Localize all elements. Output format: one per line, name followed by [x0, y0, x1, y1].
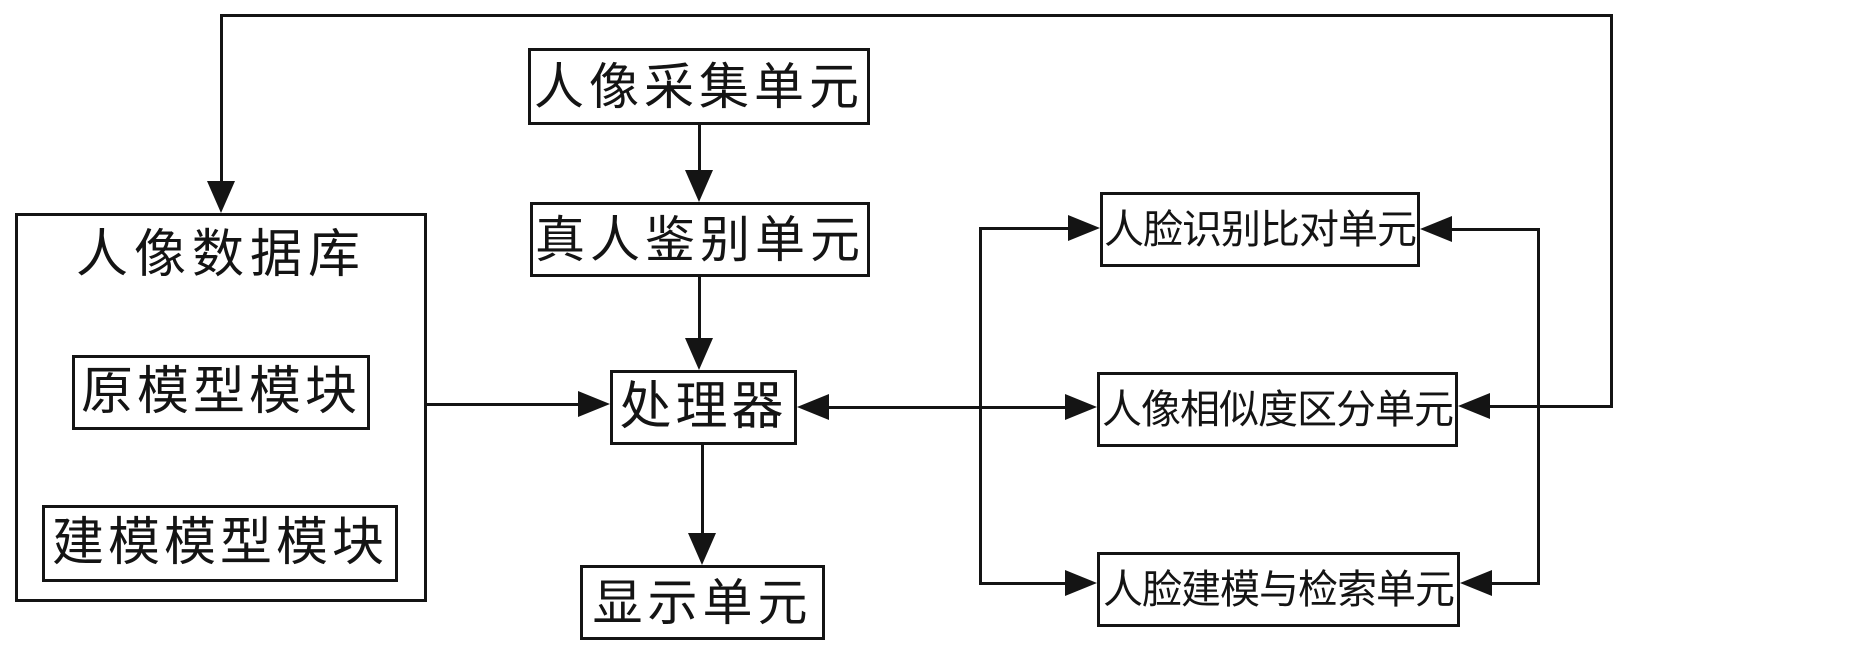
- node-portrait-collection-unit: 人像采集单元: [528, 48, 870, 125]
- connector-branch-to-modeling-line: [979, 582, 1065, 585]
- arrowhead-into-similarity-unit-right: [1458, 393, 1490, 419]
- connector-feedback-vertical-line: [1537, 228, 1540, 585]
- connector-collection-to-identification-line: [698, 125, 701, 170]
- node-display-unit: 显示单元: [580, 565, 825, 640]
- connector-database-to-processor-line: [427, 403, 578, 406]
- arrowhead-into-identification-unit: [685, 170, 713, 202]
- node-display-unit-label: 显示单元: [592, 574, 813, 631]
- node-live-person-identification-unit-label: 真人鉴别单元: [535, 211, 865, 268]
- arrowhead-into-portrait-database: [207, 181, 235, 213]
- arrowhead-into-comparison-unit-right: [1420, 216, 1452, 242]
- node-face-recognition-comparison-unit: 人脸识别比对单元: [1100, 192, 1420, 267]
- node-original-model-module: 原模型模块: [72, 355, 370, 430]
- connector-feedback-to-modeling-line: [1492, 582, 1539, 585]
- arrowhead-into-processor-left: [578, 391, 610, 417]
- connector-feedback-left-drop-line: [220, 14, 223, 181]
- node-processor-label: 处理器: [619, 378, 788, 436]
- node-face-recognition-comparison-unit-label: 人脸识别比对单元: [1104, 206, 1417, 252]
- node-face-modeling-retrieval-unit: 人脸建模与检索单元: [1097, 552, 1460, 627]
- connector-feedback-to-similarity-line: [1490, 405, 1611, 408]
- node-original-model-module-label: 原模型模块: [80, 363, 361, 421]
- node-live-person-identification-unit: 真人鉴别单元: [530, 202, 870, 277]
- node-processor: 处理器: [610, 370, 797, 445]
- node-face-modeling-retrieval-unit-label: 人脸建模与检索单元: [1103, 566, 1455, 612]
- node-portrait-similarity-differentiation-unit-label: 人像相似度区分单元: [1102, 386, 1454, 432]
- connector-processor-to-display-line: [701, 445, 704, 533]
- arrowhead-into-comparison-unit-left: [1068, 215, 1100, 241]
- arrowhead-into-modeling-unit-right: [1460, 570, 1492, 596]
- connector-identification-to-processor-line: [698, 277, 701, 338]
- connector-feedback-right-drop-line: [1610, 14, 1613, 408]
- connector-feedback-top-line: [220, 14, 1613, 17]
- node-portrait-database-label: 人像数据库: [75, 227, 366, 284]
- arrowhead-into-processor-top: [685, 338, 713, 370]
- connector-branch-vertical-line: [979, 227, 982, 585]
- node-portrait-similarity-differentiation-unit: 人像相似度区分单元: [1097, 372, 1458, 447]
- connector-feedback-to-comparison-line: [1452, 228, 1538, 231]
- node-modeling-model-module-label: 建模模型模块: [51, 514, 388, 572]
- node-portrait-collection-unit-label: 人像采集单元: [534, 58, 864, 115]
- node-modeling-model-module: 建模模型模块: [42, 505, 398, 582]
- connector-processor-to-similarity-line: [829, 406, 1065, 409]
- arrowhead-into-similarity-unit-left: [1065, 394, 1097, 420]
- arrowhead-into-display-unit: [688, 533, 716, 565]
- connector-branch-to-comparison-line: [979, 227, 1068, 230]
- arrowhead-into-modeling-unit-left: [1065, 570, 1097, 596]
- arrowhead-into-processor-right: [797, 394, 829, 420]
